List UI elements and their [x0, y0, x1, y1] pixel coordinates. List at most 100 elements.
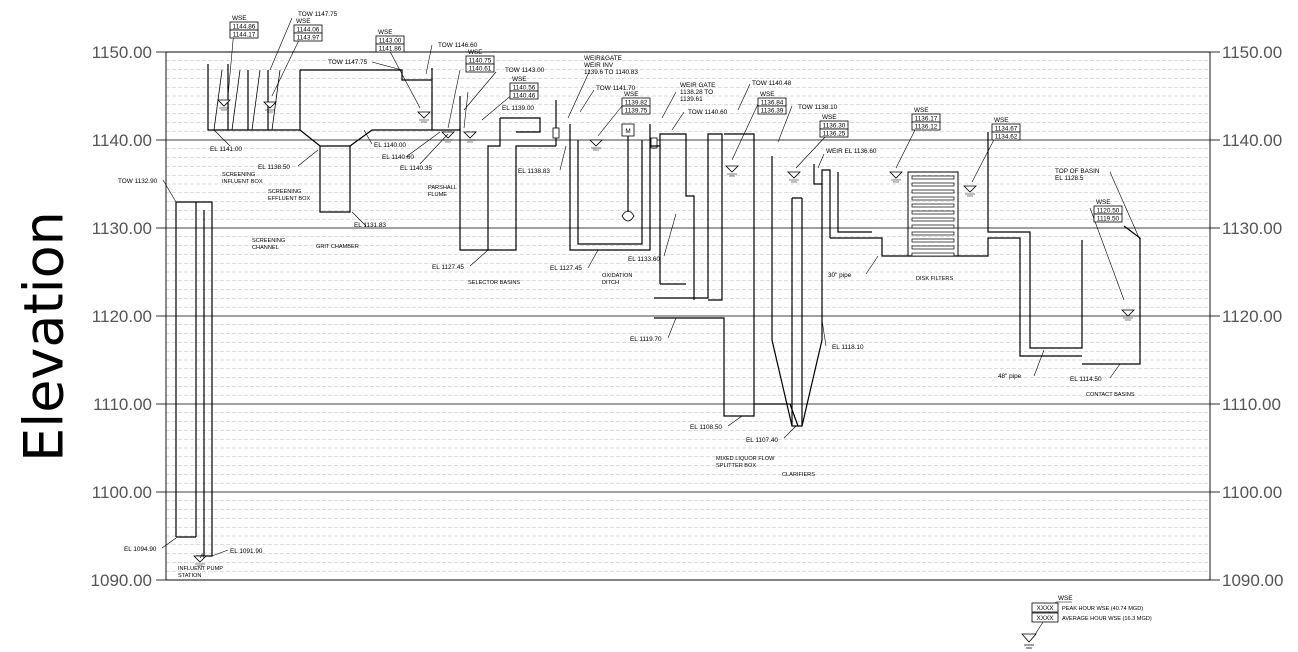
svg-text:WSE: WSE [760, 91, 775, 98]
svg-text:1120.50: 1120.50 [1097, 208, 1120, 215]
svg-text:INFLUENT BOX: INFLUENT BOX [222, 179, 263, 185]
weir-gate [552, 127, 560, 139]
svg-text:WSE: WSE [512, 76, 527, 83]
svg-text:30" pipe: 30" pipe [828, 272, 852, 279]
selector-basin-1 [459, 96, 501, 251]
wse-triangle-icon [725, 165, 739, 177]
mixer-impeller [621, 210, 635, 222]
svg-text:WEIR&GATE: WEIR&GATE [584, 55, 622, 62]
svg-text:1143.97: 1143.97 [297, 35, 320, 42]
svg-text:WSE: WSE [914, 107, 929, 114]
svg-text:1139.61: 1139.61 [680, 96, 703, 103]
unit-process-labels: SCREENING INFLUENT BOX SCREENING EFFLUEN… [178, 172, 1135, 579]
wse-triangle-icon [417, 111, 431, 123]
svg-text:1136.25: 1136.25 [823, 131, 846, 138]
wse-markers [193, 99, 1135, 567]
svg-text:WEIR INV: WEIR INV [584, 62, 614, 69]
svg-text:1119.50: 1119.50 [1097, 216, 1120, 223]
disk-filter-disks [911, 175, 955, 257]
leader-lines [161, 17, 1141, 557]
wse-triangle-icon [441, 131, 455, 143]
legend: WSE XXXX XXXX PEAK HOUR WSE (40.74 MGD) … [1021, 595, 1152, 649]
tick-label-left: 1100.00 [92, 483, 152, 502]
svg-text:PEAK HOUR WSE (40.74 MGD): PEAK HOUR WSE (40.74 MGD) [1062, 606, 1143, 612]
svg-text:EL 1107.40: EL 1107.40 [746, 437, 778, 444]
filter-disk [911, 217, 955, 222]
svg-text:CLARIFIERS: CLARIFIERS [782, 472, 815, 478]
tick-label-right: 1130.00 [1222, 219, 1282, 238]
tick-label-right: 1090.00 [1222, 571, 1283, 590]
svg-text:1144.06: 1144.06 [297, 27, 320, 34]
wse-callouts: WSE1144.861144.17WSE1144.061143.97WSE114… [229, 15, 1123, 223]
filter-disk [911, 238, 955, 243]
svg-text:EL 1140.35: EL 1140.35 [400, 165, 432, 172]
svg-text:MIXED LIQUOR FLOW: MIXED LIQUOR FLOW [716, 456, 775, 462]
filter-disk [911, 182, 955, 187]
svg-text:SELECTOR BASINS: SELECTOR BASINS [468, 280, 520, 286]
tick-label-left: 1120.00 [92, 307, 152, 326]
filter-inlet [837, 172, 872, 233]
tick-label-left: 1140.00 [92, 131, 152, 150]
svg-text:SCREENING: SCREENING [252, 238, 285, 244]
svg-text:1140.61: 1140.61 [469, 66, 492, 73]
selector-weir-box [500, 117, 541, 133]
svg-text:1141.86: 1141.86 [379, 46, 402, 53]
screening-channel-top [300, 69, 433, 130]
svg-text:1136.30: 1136.30 [823, 123, 846, 130]
tick-label-right: 1120.00 [1222, 307, 1282, 326]
svg-text:FLUME: FLUME [428, 192, 447, 198]
weir-gate-2 [650, 137, 658, 149]
contact-inlet [987, 132, 1083, 349]
oxidation-ditch-inner [577, 140, 643, 245]
svg-text:1144.17: 1144.17 [233, 32, 256, 39]
clarifier [771, 156, 831, 427]
svg-text:WEIR GATE: WEIR GATE [680, 82, 715, 89]
svg-text:CHANNEL: CHANNEL [252, 245, 279, 251]
filter-disk [911, 224, 955, 229]
tick-label-right: 1100.00 [1222, 483, 1282, 502]
svg-text:SCREENING: SCREENING [268, 189, 301, 195]
svg-text:TOW 1146.60: TOW 1146.60 [438, 42, 478, 49]
svg-text:1143.00: 1143.00 [379, 38, 402, 45]
svg-text:TOW 1147.75: TOW 1147.75 [298, 11, 338, 18]
svg-text:EL 1131.83: EL 1131.83 [354, 222, 386, 229]
svg-text:1140.75: 1140.75 [469, 58, 492, 65]
svg-text:1139.82: 1139.82 [625, 100, 648, 107]
grid-lines [166, 51, 1210, 581]
svg-text:SPLITTER BOX: SPLITTER BOX [716, 463, 756, 469]
svg-text:1139.6 TO 1140.83: 1139.6 TO 1140.83 [584, 69, 638, 76]
svg-text:1140.46: 1140.46 [513, 93, 536, 100]
svg-text:WSE: WSE [232, 15, 247, 22]
svg-text:EL 1091.90: EL 1091.90 [230, 548, 263, 555]
svg-text:STATION: STATION [178, 573, 201, 579]
svg-text:EL 1139.00: EL 1139.00 [502, 105, 534, 112]
elevation-labels: TOW 1132.90 TOW 1147.75 TOW 1147.75 TOW … [118, 11, 1102, 555]
svg-text:EL 1128.5: EL 1128.5 [1055, 175, 1084, 182]
svg-text:EL 1108.50: EL 1108.50 [690, 424, 722, 431]
svg-text:1139.75: 1139.75 [625, 108, 648, 115]
grit-chamber [299, 129, 351, 213]
filter-disk [911, 245, 955, 250]
svg-text:EL 1133.60: EL 1133.60 [628, 256, 660, 263]
wse-triangle-icon [889, 171, 903, 183]
wse-triangle-icon [1121, 309, 1135, 321]
tick-label-right: 1140.00 [1222, 131, 1282, 150]
svg-text:1136.39: 1136.39 [761, 108, 784, 115]
svg-text:WSE: WSE [994, 117, 1009, 124]
splitter-inlet [650, 133, 695, 300]
mixer-box [621, 123, 635, 137]
screening-influent-box [207, 64, 301, 131]
filter-disk [911, 196, 955, 201]
svg-text:XXXX: XXXX [1036, 605, 1054, 612]
svg-text:1136.17: 1136.17 [915, 116, 938, 123]
disk-filter-basin [830, 237, 1082, 357]
